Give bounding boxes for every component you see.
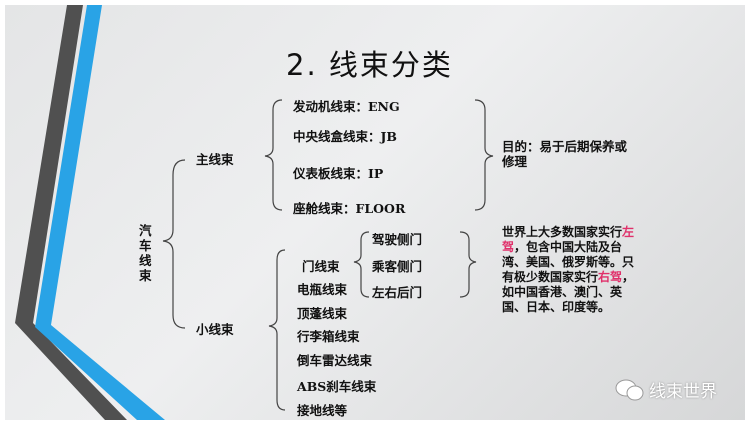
wechat-icon xyxy=(615,379,644,400)
driving-side-note: 世界上大多数国家实行左驾，包含中国大陆及台湾、美国、俄罗斯等。只有极少数国家实行… xyxy=(502,225,642,315)
main-item: 仪表板线束：IP xyxy=(293,166,384,181)
main-item: 座舱线束：FLOOR xyxy=(293,201,406,216)
small-item: 门线束 xyxy=(302,259,340,274)
main-harness-label: 主线束 xyxy=(196,152,234,167)
slide-title: 2. 线束分类 xyxy=(286,48,453,82)
main-item: 中央线盒线束：JB xyxy=(293,129,397,144)
door-item: 乘客侧门 xyxy=(372,259,423,274)
decorative-stripes xyxy=(15,5,494,420)
door-item: 左右后门 xyxy=(372,285,423,300)
door-item: 驾驶侧门 xyxy=(372,232,423,247)
note-text: 世界上大多数国家实行 xyxy=(502,225,623,239)
main-note: 目的：易于后期保养或修理 xyxy=(502,139,628,169)
small-item: 行李箱线束 xyxy=(297,329,360,344)
small-item: 接地线等 xyxy=(297,403,348,418)
slide: 2. 线束分类 汽车线束 主线束 小线束 发动机线束：ENG 中央线盒线束：JB… xyxy=(5,5,745,420)
note-highlight: 右驾 xyxy=(598,270,623,284)
watermark-text: 线束世界 xyxy=(649,382,717,402)
note-highlight: 左驾 xyxy=(502,225,635,254)
small-item: ABS刹车线束 xyxy=(297,379,377,394)
main-item: 发动机线束：ENG xyxy=(293,99,400,114)
braces xyxy=(162,99,494,411)
small-item: 倒车雷达线束 xyxy=(297,353,373,368)
root-label: 汽车线束 xyxy=(139,223,152,283)
note-text: ，包含中国大陆及台湾、美国、俄罗斯等。只有极少数国家实行 xyxy=(502,240,635,284)
watermark: 线束世界 xyxy=(615,377,717,402)
small-harness-label: 小线束 xyxy=(196,322,234,337)
small-item: 顶蓬线束 xyxy=(297,306,348,321)
note-text: ，如中国香港、澳门、英国、日本、印度等。 xyxy=(502,270,635,314)
small-item: 电瓶线束 xyxy=(297,282,348,297)
